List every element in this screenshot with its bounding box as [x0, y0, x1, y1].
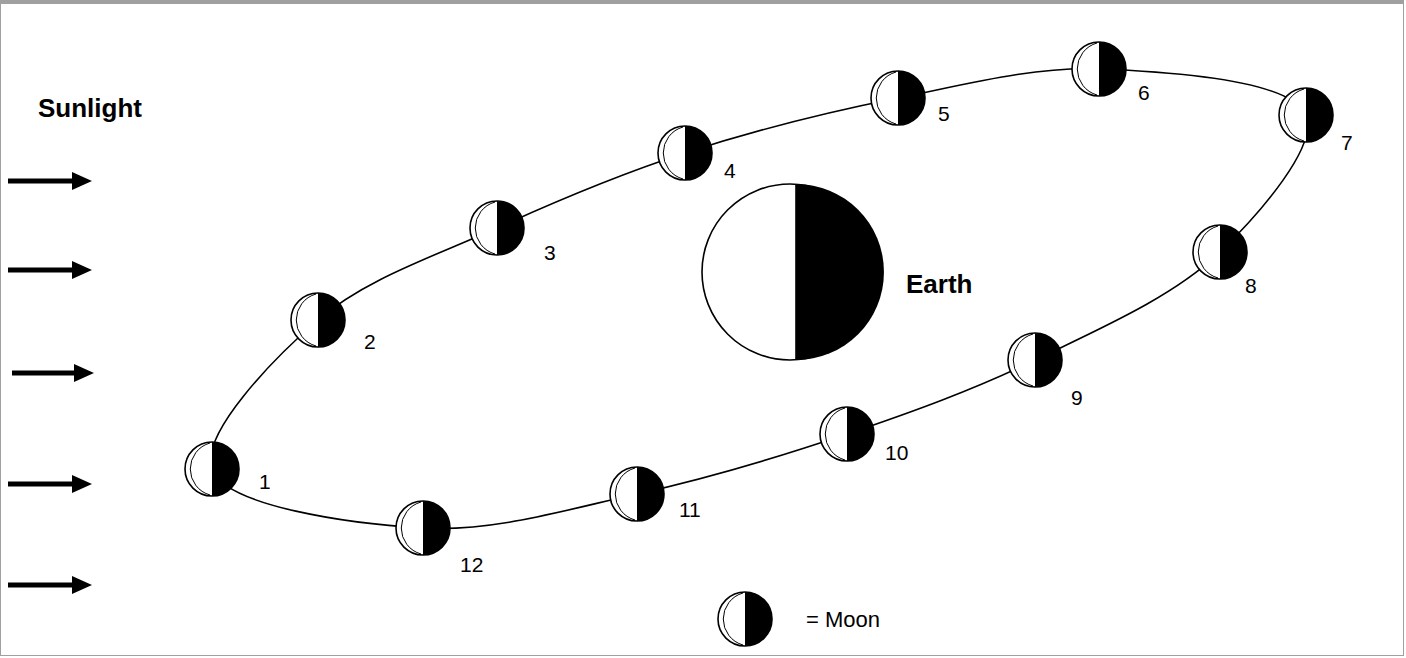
- ray-head: [72, 576, 92, 594]
- callout-number: 9: [1071, 387, 1083, 408]
- earth-symbol: [702, 184, 884, 360]
- sun-ray: [12, 371, 76, 376]
- ray-head: [74, 364, 94, 382]
- heading-label: Sunlight: [38, 95, 142, 121]
- callout-number: 7: [1341, 132, 1353, 153]
- sun-ray: [8, 179, 74, 184]
- sun-ray: [8, 268, 74, 273]
- callout-number: 1: [259, 471, 271, 492]
- callout-number: 6: [1138, 82, 1150, 103]
- moon-symbol: [396, 501, 450, 555]
- legend-text: = Moon: [806, 609, 880, 631]
- moon-symbol: [291, 293, 345, 347]
- callout-number: 8: [1245, 275, 1257, 296]
- callout-number: 12: [460, 554, 483, 575]
- sun-ray: [8, 482, 74, 487]
- callout-number: 5: [938, 103, 950, 124]
- moon-orbit: [211, 69, 1308, 529]
- legend-moon-sample: [718, 592, 772, 646]
- sun-ray: [8, 583, 74, 588]
- moon-symbol: [185, 442, 239, 496]
- moon-symbol: [1072, 42, 1126, 96]
- moon-symbol: [658, 126, 712, 180]
- moon-symbol: [1193, 225, 1247, 279]
- moons: [185, 42, 1333, 555]
- sunlight-arrows: [8, 172, 94, 594]
- moon-symbol: [1008, 333, 1062, 387]
- moon-symbol: [820, 407, 874, 461]
- callout-number: 2: [364, 331, 376, 352]
- ray-head: [72, 261, 92, 279]
- moon-symbol: [871, 71, 925, 125]
- callout-number: 4: [724, 160, 736, 181]
- earth-label: Earth: [906, 271, 972, 297]
- moon-symbol: [470, 201, 524, 255]
- moon-symbol: [1279, 88, 1333, 142]
- ray-head: [72, 172, 92, 190]
- callout-number: 10: [885, 442, 908, 463]
- ray-head: [72, 475, 92, 493]
- callout-number: 11: [679, 499, 701, 520]
- moon-symbol: [610, 467, 664, 521]
- callout-number: 3: [544, 242, 556, 263]
